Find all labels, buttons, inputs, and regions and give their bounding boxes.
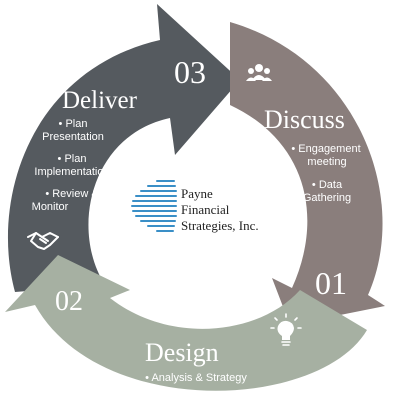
deliver-bullets: • Plan Presentation • Plan Implementatio… xyxy=(32,118,110,213)
handshake-icon xyxy=(27,232,59,250)
design-bullet-line: • Analysis & Strategy xyxy=(145,372,247,384)
deliver-bullet-line: • Review & xyxy=(45,188,99,200)
lightbulb-icon xyxy=(270,313,302,346)
deliver-bullet-line: Implementation xyxy=(34,166,109,178)
logo-line-1: Payne xyxy=(181,186,213,201)
discuss-bullet-line: Gathering xyxy=(303,192,351,204)
people-group-icon xyxy=(246,64,272,81)
discuss-number: 01 xyxy=(315,265,347,301)
logo-line-2: Financial xyxy=(181,202,230,217)
deliver-bullet-line: • Plan xyxy=(59,118,88,130)
deliver-number: 03 xyxy=(174,54,206,90)
discuss-title: Discuss xyxy=(264,105,345,134)
discuss-bullet-line: • Data xyxy=(312,179,343,191)
discuss-bullet-line: • Engagement xyxy=(291,143,360,155)
deliver-bullet-line: • Plan xyxy=(58,153,87,165)
deliver-bullet-line: Presentation xyxy=(42,131,104,143)
company-logo: Payne Financial Strategies, Inc. xyxy=(131,180,259,233)
discuss-arrow xyxy=(230,22,385,325)
design-arrow xyxy=(5,255,367,391)
design-number: 02 xyxy=(55,286,83,317)
deliver-arrow xyxy=(7,4,240,292)
deliver-bullet-line: Monitor xyxy=(32,201,69,213)
logo-line-3: Strategies, Inc. xyxy=(181,218,259,233)
discuss-bullets: • Engagement meeting • Data Gathering xyxy=(291,143,360,204)
discuss-bullet-line: meeting xyxy=(307,156,346,168)
logo-mark-icon xyxy=(131,180,177,232)
deliver-title: Deliver xyxy=(62,87,138,114)
design-title: Design xyxy=(145,338,219,367)
